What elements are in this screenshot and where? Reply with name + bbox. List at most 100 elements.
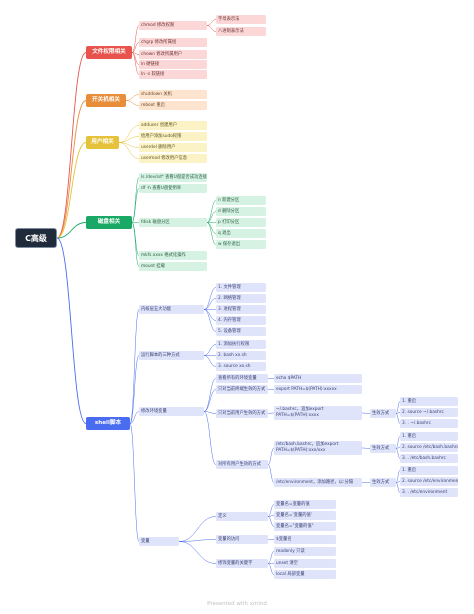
connector-node-mount [131, 222, 140, 267]
node-chmod[interactable]: chmod 修改权限 [139, 21, 207, 30]
connector-node-net-mgmt [203, 298, 217, 310]
node-var-access[interactable]: 变量的访问 [216, 535, 268, 544]
node-etc-env[interactable]: /etc/environment，添加路径，以:分隔 [274, 478, 362, 487]
node-etc-env-way-3[interactable]: 3. . /etc/environment [400, 488, 458, 497]
connector-node-etc-env-way-1 [395, 470, 401, 483]
connector-node-chmod-octal [206, 25, 217, 32]
node-ln[interactable]: ln 硬链接 [139, 60, 207, 69]
node-env-all-users[interactable]: 对所有用户生效的方式 [216, 460, 268, 469]
connector-branch-file-permissions [56, 52, 87, 239]
node-etc-env-way-2[interactable]: 2. source /etc/environment [400, 477, 458, 486]
connector-node-ls-dev [131, 177, 140, 223]
node-etc-bashrc-way-1[interactable]: 1. 重启 [400, 432, 458, 441]
node-bashrc-activate[interactable]: 生效方式 [370, 409, 396, 418]
node-etc-env-activate[interactable]: 生效方式 [370, 478, 396, 487]
node-mount[interactable]: mount 挂载 [139, 262, 207, 271]
node-bashrc-way-1[interactable]: 1. 重启 [400, 397, 458, 406]
connector-node-run-chmod [203, 344, 217, 356]
node-local[interactable]: local 局部变量 [274, 570, 336, 579]
node-var-define[interactable]: 定义 [216, 512, 268, 521]
connector-node-df [131, 188, 140, 223]
node-bashrc-way-2[interactable]: 2. source ~/.bashrc [400, 408, 458, 417]
connector-node-bashrc-activate [361, 412, 371, 414]
connector-branch-user [56, 142, 87, 239]
connector-node-etc-env [267, 464, 275, 483]
node-etc-bashrc-way-2[interactable]: 2. source /etc/bash.bashrc [400, 443, 458, 452]
node-ln-s[interactable]: ln -s 软链接 [139, 70, 207, 79]
node-mem-mgmt[interactable]: 4. 内存管理 [216, 316, 266, 325]
node-file-mgmt[interactable]: 1. 文件管理 [216, 283, 266, 292]
node-define-3[interactable]: 变量名="变量的值" [274, 522, 336, 531]
connector-node-env [129, 411, 140, 424]
node-env-view[interactable]: 查看所有的环境变量 [216, 374, 268, 383]
node-bashrc[interactable]: ~/.bashrc，追加export PATH=$(PATH):xxxx [274, 406, 362, 420]
node-etc-env-way-1[interactable]: 1. 重启 [400, 466, 458, 475]
node-fdisk-print[interactable]: p 打印分区 [216, 218, 266, 227]
node-env[interactable]: 修改环境变量 [139, 407, 204, 416]
node-fdisk-quit[interactable]: q 退出 [216, 229, 266, 238]
node-etc-bashrc[interactable]: /etc/bash.bashrc，追加export PATH=$(PATH):x… [274, 441, 362, 455]
node-readonly[interactable]: readonly 只读 [274, 547, 336, 556]
node-run-bash[interactable]: 2. bash xx.sh [216, 351, 266, 360]
node-chown[interactable]: chown 修改所属用户 [139, 50, 207, 59]
node-export-path[interactable]: export PATH=$(PATH):xxxxx [274, 385, 362, 394]
node-sudo[interactable]: 给用户添加sudo权限 [139, 132, 207, 141]
node-echo-path[interactable]: echo $PATH [274, 374, 362, 383]
node-variables[interactable]: 变量 [139, 537, 179, 546]
node-var-access-syntax[interactable]: $变量名 [274, 535, 336, 544]
node-run-methods[interactable]: 运行脚本的三种方式 [139, 351, 204, 360]
node-userdel[interactable]: userdel 删除用户 [139, 143, 207, 152]
node-shutdown[interactable]: shutdown 关机 [139, 90, 207, 99]
node-mkfs[interactable]: mkfs.xxxx 格式化操作 [139, 251, 207, 260]
branch-user[interactable]: 用户相关 [86, 136, 119, 149]
branch-disk[interactable]: 磁盘相关 [86, 216, 132, 229]
node-ls-dev[interactable]: ls /dev/sd* 查看U盘是否成功连接 [139, 173, 207, 182]
node-dev-mgmt[interactable]: 5. 设备管理 [216, 327, 266, 336]
connector-node-define-3 [267, 516, 275, 527]
node-bashrc-way-3[interactable]: 3. . ~/.bashrc [400, 419, 458, 428]
connector-node-define-1 [267, 504, 275, 517]
connector-node-kernel-functions [129, 309, 140, 424]
connector-node-readonly [267, 551, 275, 564]
node-chmod-letters[interactable]: 字母表示法 [216, 15, 266, 24]
connector-node-run-methods [129, 355, 140, 424]
node-fdisk[interactable]: fdisk 磁盘分区 [139, 218, 207, 227]
node-usermod[interactable]: usermod 修改用户信息 [139, 154, 207, 163]
node-chgrp[interactable]: chgrp 修改所属组 [139, 38, 207, 47]
connector-node-bashrc [267, 412, 275, 414]
connector-node-reboot [125, 100, 140, 106]
connector-node-fdisk-save [206, 222, 217, 245]
node-run-chmod[interactable]: 1. 添加执行权限 [216, 340, 266, 349]
node-etc-bashrc-activate[interactable]: 生效方式 [370, 444, 396, 453]
node-fdisk-new[interactable]: n 新建分区 [216, 196, 266, 205]
node-unset[interactable]: unset 清空 [274, 559, 336, 568]
node-kernel-functions[interactable]: 内核层五大功能 [139, 305, 204, 314]
connector-node-env-view [203, 378, 217, 412]
branch-shell[interactable]: shell脚本 [86, 417, 130, 430]
node-fdisk-save[interactable]: w 保存退出 [216, 240, 266, 249]
node-df[interactable]: df -h 查看U盘使用率 [139, 184, 207, 193]
node-run-source[interactable]: 3. source xx.sh [216, 362, 266, 371]
root-node[interactable]: C高级 [15, 228, 57, 248]
node-adduser[interactable]: adduser 创建用户 [139, 121, 207, 130]
node-net-mgmt[interactable]: 2. 网络管理 [216, 294, 266, 303]
node-define-1[interactable]: 变量名=变量的值 [274, 500, 336, 509]
connector-node-sudo [118, 136, 140, 143]
node-env-terminal[interactable]: 只对当前终端生效的方式 [216, 385, 268, 394]
connector-node-chmod-letters [206, 19, 217, 26]
node-reboot[interactable]: reboot 重启 [139, 101, 207, 110]
node-define-2[interactable]: 变量名='变量的值' [274, 511, 336, 520]
node-etc-bashrc-way-3[interactable]: 3. . /etc/bash.bashrc [400, 454, 458, 463]
node-var-keywords[interactable]: 修饰变量的关键字 [216, 559, 268, 568]
node-proc-mgmt[interactable]: 3. 进程管理 [216, 305, 266, 314]
connector-node-fdisk-new [206, 200, 217, 223]
connector-node-variables [129, 423, 140, 542]
node-env-user[interactable]: 只对当前用户生效的方式 [216, 409, 268, 418]
node-fdisk-delete[interactable]: d 删除分区 [216, 207, 266, 216]
connector-node-env-terminal [203, 389, 217, 412]
branch-file-permissions[interactable]: 文件权限相关 [86, 46, 132, 59]
connector-node-etc-bashrc-activate [361, 447, 371, 449]
node-chmod-octal[interactable]: 八进制表示法 [216, 27, 266, 36]
branch-power[interactable]: 开关机相关 [86, 94, 126, 107]
